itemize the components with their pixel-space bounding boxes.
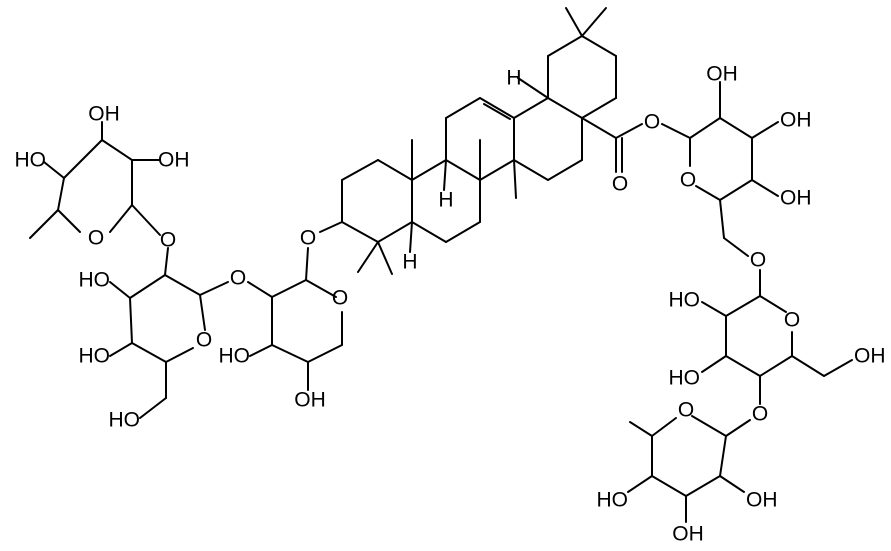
ring-oxygen-label: O — [678, 399, 694, 422]
hydrogen-label: H — [438, 189, 453, 212]
glycosidic-oxygen-label: O — [300, 227, 316, 250]
carbonyl-oxygen-label: O — [612, 173, 628, 196]
ch2oh-label: OH — [854, 345, 886, 368]
ester-oxygen-label: O — [644, 111, 660, 134]
oh-label: HO — [219, 345, 251, 368]
bond-skeleton — [29, 7, 853, 523]
ring-oxygen-label: O — [680, 169, 696, 192]
ch2oh-label: HO — [109, 409, 141, 432]
aglycone-core: H H H O O — [402, 67, 660, 274]
glucose-right: OH OH OH O O — [680, 63, 812, 272]
hydrogen-label: H — [506, 67, 521, 90]
glycosidic-oxygen-label: O — [160, 229, 176, 252]
oh-label: OH — [294, 389, 326, 412]
oh-label: OH — [780, 187, 812, 210]
glucose-middle: HO HO O OH O — [669, 289, 886, 426]
oh-label: OH — [672, 523, 704, 546]
oh-label: OH — [746, 489, 778, 512]
oh-label: HO — [79, 345, 111, 368]
glucose-left: HO HO O HO O — [79, 267, 247, 432]
oh-label: HO — [15, 149, 47, 172]
oh-label: OH — [158, 149, 190, 172]
oh-label: HO — [669, 289, 701, 312]
ring-oxygen-label: O — [332, 287, 348, 310]
glycosidic-oxygen-label: O — [750, 249, 766, 272]
arabinose: HO OH O O — [219, 227, 349, 412]
rhamnose-left: OH HO OH O O — [15, 103, 190, 252]
oh-label: HO — [669, 367, 701, 390]
oh-label: HO — [79, 269, 111, 292]
glycosidic-oxygen-label: O — [752, 403, 768, 426]
oh-label: OH — [88, 103, 120, 126]
ring-oxygen-label: O — [88, 227, 104, 250]
oh-label: OH — [780, 109, 812, 132]
ring-oxygen-label: O — [784, 309, 800, 332]
oh-label: OH — [706, 63, 738, 86]
rhamnose-bottom: O HO OH OH — [597, 399, 778, 546]
oh-label: HO — [597, 489, 629, 512]
ring-oxygen-label: O — [196, 329, 212, 352]
glycosidic-oxygen-label: O — [230, 267, 246, 290]
hydrogen-label: H — [402, 251, 417, 274]
